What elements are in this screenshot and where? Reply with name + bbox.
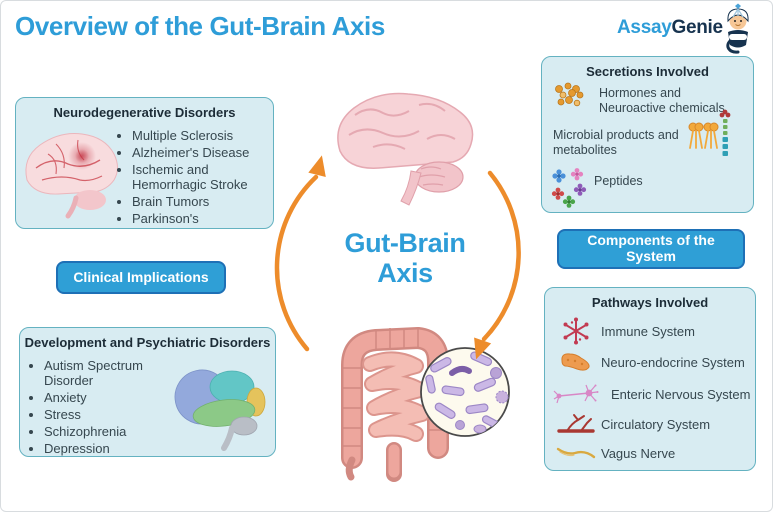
brain-stroke-illustration (25, 133, 118, 219)
pathway-label: Neuro-endocrine System (601, 354, 745, 370)
secretion-item-label: Hormones and Neuroactive chemicals (599, 86, 725, 115)
pathway-row: Neuro-endocrine System (551, 347, 745, 377)
list-item: Schizophrenia (44, 424, 178, 439)
secretion-item-label: Peptides (594, 174, 643, 188)
neuro-box-title: Neurodegenerative Disorders (53, 105, 236, 120)
development-psychiatric-disorders-box: Development and Psychiatric Disorders Au… (19, 327, 276, 457)
secretion-item-label: Microbial products and metabolites (553, 128, 679, 157)
pathways-box-title: Pathways Involved (591, 295, 709, 310)
list-item: Brain Tumors (132, 194, 272, 209)
pathway-row: Vagus Nerve (551, 438, 675, 468)
brain-illustration (337, 92, 474, 206)
secretions-box-title: Secretions Involved (586, 64, 709, 79)
pathway-label: Vagus Nerve (601, 445, 676, 461)
pathway-row: Immune System (551, 316, 695, 346)
list-item: Anxiety (44, 390, 178, 405)
nerve-wave-icon (556, 447, 596, 459)
components-of-system-button[interactable]: Components of the System (557, 229, 745, 269)
logo-genie-text: Genie (671, 17, 724, 38)
pathway-label: Circulatory System (601, 416, 711, 432)
hormone-dots-icon (555, 82, 584, 107)
list-item: Alzheimer's Disease (132, 145, 272, 160)
genie-mascot-icon (726, 3, 749, 54)
lipid-molecules-icon (688, 122, 719, 149)
gut-brain-axis-line1: Gut-Brain (344, 228, 466, 258)
gut-brain-axis-line2: Axis (377, 258, 433, 289)
neuro-disorders-list: Multiple Sclerosis Alzheimer's Disease I… (116, 128, 272, 226)
list-item: Multiple Sclerosis (132, 128, 272, 143)
metabolite-chain-icon (719, 109, 731, 156)
secretions-involved-box: Secretions Involved Hormones and Neuroac… (541, 56, 754, 213)
list-item: Parkinson's (132, 211, 272, 226)
pathway-row: Enteric Nervous System (551, 379, 750, 409)
list-item: Depression (44, 441, 178, 456)
gut-microbiome-magnifier (420, 347, 510, 437)
pathways-involved-box: Pathways Involved Immune System (544, 287, 756, 471)
brain-lobes-illustration (174, 369, 266, 451)
logo-assay-text: Assay (617, 17, 672, 38)
immune-cell-icon (563, 317, 589, 345)
pathway-label: Immune System (601, 323, 695, 339)
page-title: Overview of the Gut-Brain Axis (15, 11, 385, 41)
dev-box-title: Development and Psychiatric Disorders (24, 335, 271, 350)
clinical-implications-button[interactable]: Clinical Implications (56, 261, 226, 294)
pathway-row: Circulatory System (551, 409, 710, 439)
list-item: Stress (44, 407, 178, 422)
gut-brain-axis-label: Gut-Brain Axis (327, 228, 483, 288)
blood-vessel-icon (557, 414, 595, 433)
list-item: Ischemic and Hemorrhagic Stroke (132, 162, 272, 192)
neurodegenerative-disorders-box: Neurodegenerative Disorders Multiple Scl… (15, 97, 274, 229)
pancreas-icon (561, 353, 590, 371)
peptide-flowers-icon (551, 168, 587, 208)
neuron-icon (553, 384, 599, 404)
list-item: Autism Spectrum Disorder (44, 358, 178, 388)
dev-disorders-list: Autism Spectrum Disorder Anxiety Stress … (28, 358, 178, 456)
pathway-label: Enteric Nervous System (611, 386, 751, 402)
